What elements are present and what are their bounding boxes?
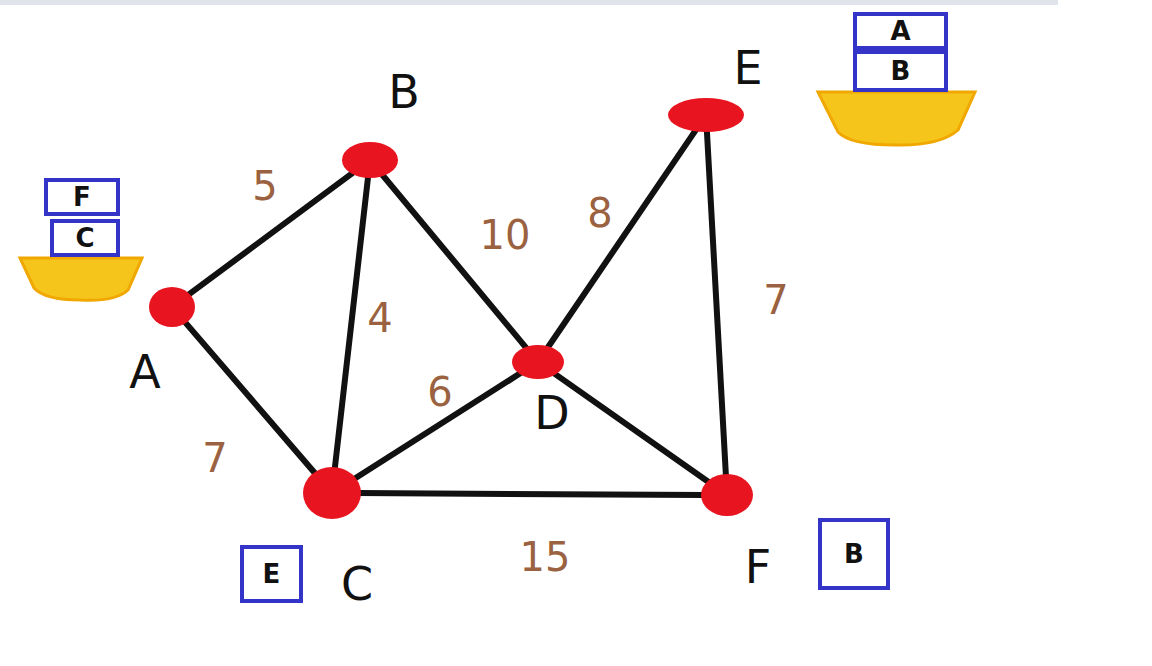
edge-weight: 7 [761,280,790,320]
vertex-label: A [129,349,160,395]
graph-edge [352,372,522,480]
edge-weight: 8 [585,193,614,233]
vertex-label: B [388,69,420,115]
graph-edge [707,129,726,477]
boat [818,92,975,145]
item-box: A [853,12,948,50]
graph-edge [381,173,527,349]
item-box: C [50,219,120,257]
graph-edge [335,175,369,471]
item-label: C [75,225,94,251]
vertex-label: C [341,561,373,607]
graph-vertex: D [512,345,564,379]
graph-edge [553,373,710,484]
graph-vertex: A [149,287,195,327]
vertex-label: F [745,544,771,590]
vertex-label: E [733,45,762,91]
vertex-label: D [534,390,569,436]
item-label: E [263,561,281,587]
edge-weight: 4 [365,298,394,338]
boat [20,258,142,300]
graph-vertex: E [668,98,744,132]
edge-weight: 10 [478,215,533,255]
graph-vertex: F [701,474,753,516]
item-box: F [44,178,120,216]
edge-weight: 7 [200,438,229,478]
edge-weight: 6 [425,372,454,412]
graph-vertex: B [342,142,398,178]
top-bar [0,0,1058,5]
graph-edge [357,493,705,495]
item-label: B [891,58,911,84]
graph-vertex: C [303,467,361,519]
item-label: B [844,541,864,567]
item-box: E [240,545,303,603]
item-box: B [818,518,890,590]
item-box: B [853,50,948,92]
item-label: A [890,18,910,44]
edge-weight: 5 [250,166,279,206]
item-label: F [73,184,91,210]
graph-edge [547,129,697,349]
edge-weight: 15 [518,537,573,577]
